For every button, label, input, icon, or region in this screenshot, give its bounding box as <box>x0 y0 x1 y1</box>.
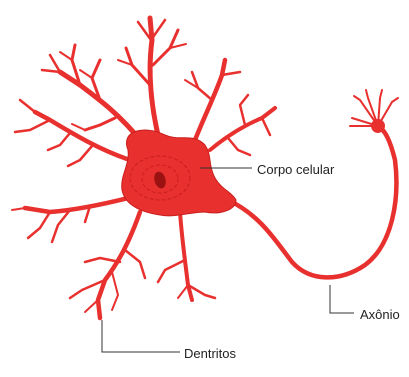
leader-line-axon <box>330 285 354 313</box>
axon-label: Axônio <box>360 308 400 321</box>
cell-body-label: Corpo celular <box>257 163 334 176</box>
axon-line <box>228 126 396 277</box>
leader-line-dendrites <box>102 320 180 352</box>
axon-terminal <box>350 90 398 132</box>
dendrites-label: Dentritos <box>184 347 236 360</box>
